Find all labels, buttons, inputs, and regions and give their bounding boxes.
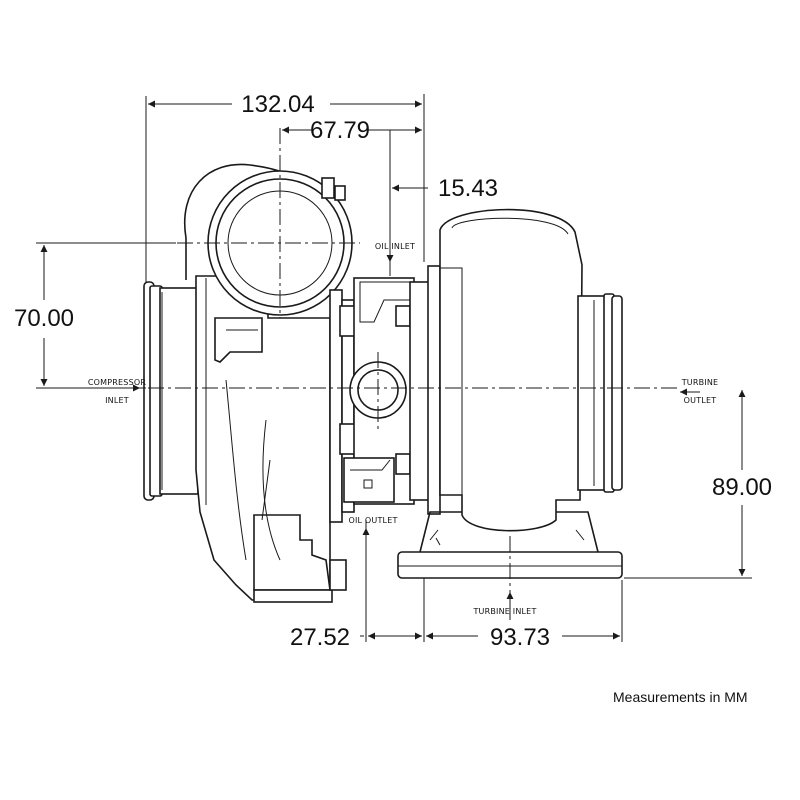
centerlines <box>148 128 680 606</box>
dim-turbine-inlet-offset: 93.73 <box>490 624 550 651</box>
dim-overall-width: 132.04 <box>241 91 314 118</box>
compressor-housing <box>143 163 359 603</box>
label-turbine-inlet: TURBINE INLET <box>472 607 536 616</box>
label-turbine-outlet-line2: OUTLET <box>684 396 717 405</box>
turbine-housing <box>397 208 623 579</box>
label-oil-inlet: OIL INLET <box>375 242 415 251</box>
label-oil-outlet: OIL OUTLET <box>348 516 397 525</box>
dim-turbine-height: 89.00 <box>712 474 772 501</box>
label-turbine-outlet-line1: TURBINE <box>681 378 719 387</box>
label-compressor-inlet-line2: INLET <box>105 396 129 405</box>
units-note: Measurements in MM <box>613 689 748 705</box>
dim-compressor-height: 70.00 <box>14 305 74 332</box>
dimension-lines <box>36 94 752 642</box>
dim-oil-outlet-offset: 27.52 <box>290 624 350 651</box>
dim-oil-inlet-offset: 15.43 <box>438 175 498 202</box>
center-bearing-housing <box>343 277 415 505</box>
label-compressor-inlet-line1: COMPRESSOR <box>88 378 146 387</box>
dim-bearing-offset: 67.79 <box>310 117 370 144</box>
